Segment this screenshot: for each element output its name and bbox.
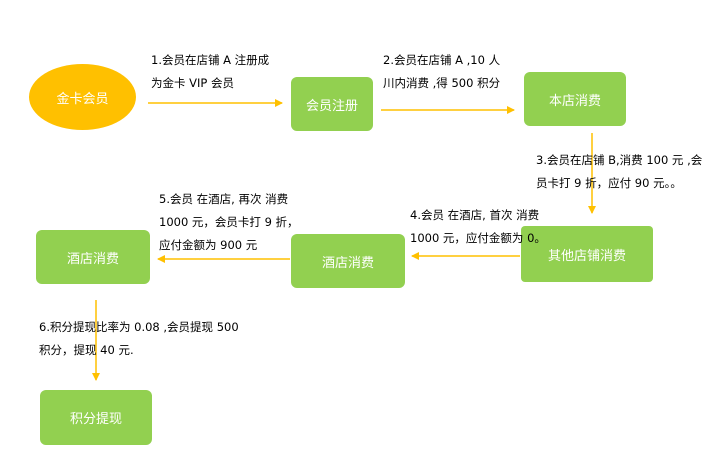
- gold-member-label: 金卡会员: [56, 91, 109, 107]
- hotel-consume-label-2: 酒店消费: [321, 255, 374, 271]
- hotel-consume-node-2: 酒店消费: [291, 234, 405, 288]
- step-2-label: 2.会员在店铺 A ,10 人 川内消费 ,得 500 积分: [383, 53, 501, 90]
- local-consume-label: 本店消费: [548, 93, 601, 109]
- local-consume-node: 本店消费: [524, 72, 626, 126]
- step-3-label: 3.会员在店铺 B,消费 100 元 ,会 员卡打 9 折，应付 90 元。。: [536, 153, 703, 190]
- step-5-label: 5.会员 在酒店, 再次 消费 1000 元，会员卡打 9 折， 应付金额为 9…: [159, 192, 299, 252]
- other-store-consume-node: 其他店铺消费: [521, 226, 653, 282]
- step-6-label: 6.积分提现比率为 0.08 ,会员提现 500 积分，提现 40 元.: [39, 320, 239, 357]
- hotel-consume-node-1: 酒店消费: [36, 230, 150, 284]
- other-store-consume-label: 其他店铺消费: [547, 248, 626, 264]
- hotel-consume-label-1: 酒店消费: [66, 251, 119, 267]
- member-register-label: 会员注册: [305, 98, 358, 114]
- step-4-label: 4.会员 在酒店, 首次 消费 1000 元，应付金额为 0。: [410, 208, 546, 245]
- points-withdraw-label: 积分提现: [69, 412, 122, 427]
- step-1-label: 1.会员在店铺 A 注册成 为金卡 VIP 会员: [151, 53, 270, 90]
- gold-member-node: 金卡会员: [29, 64, 136, 130]
- member-register-node: 会员注册: [291, 77, 373, 131]
- points-withdraw-node: 积分提现: [40, 390, 152, 445]
